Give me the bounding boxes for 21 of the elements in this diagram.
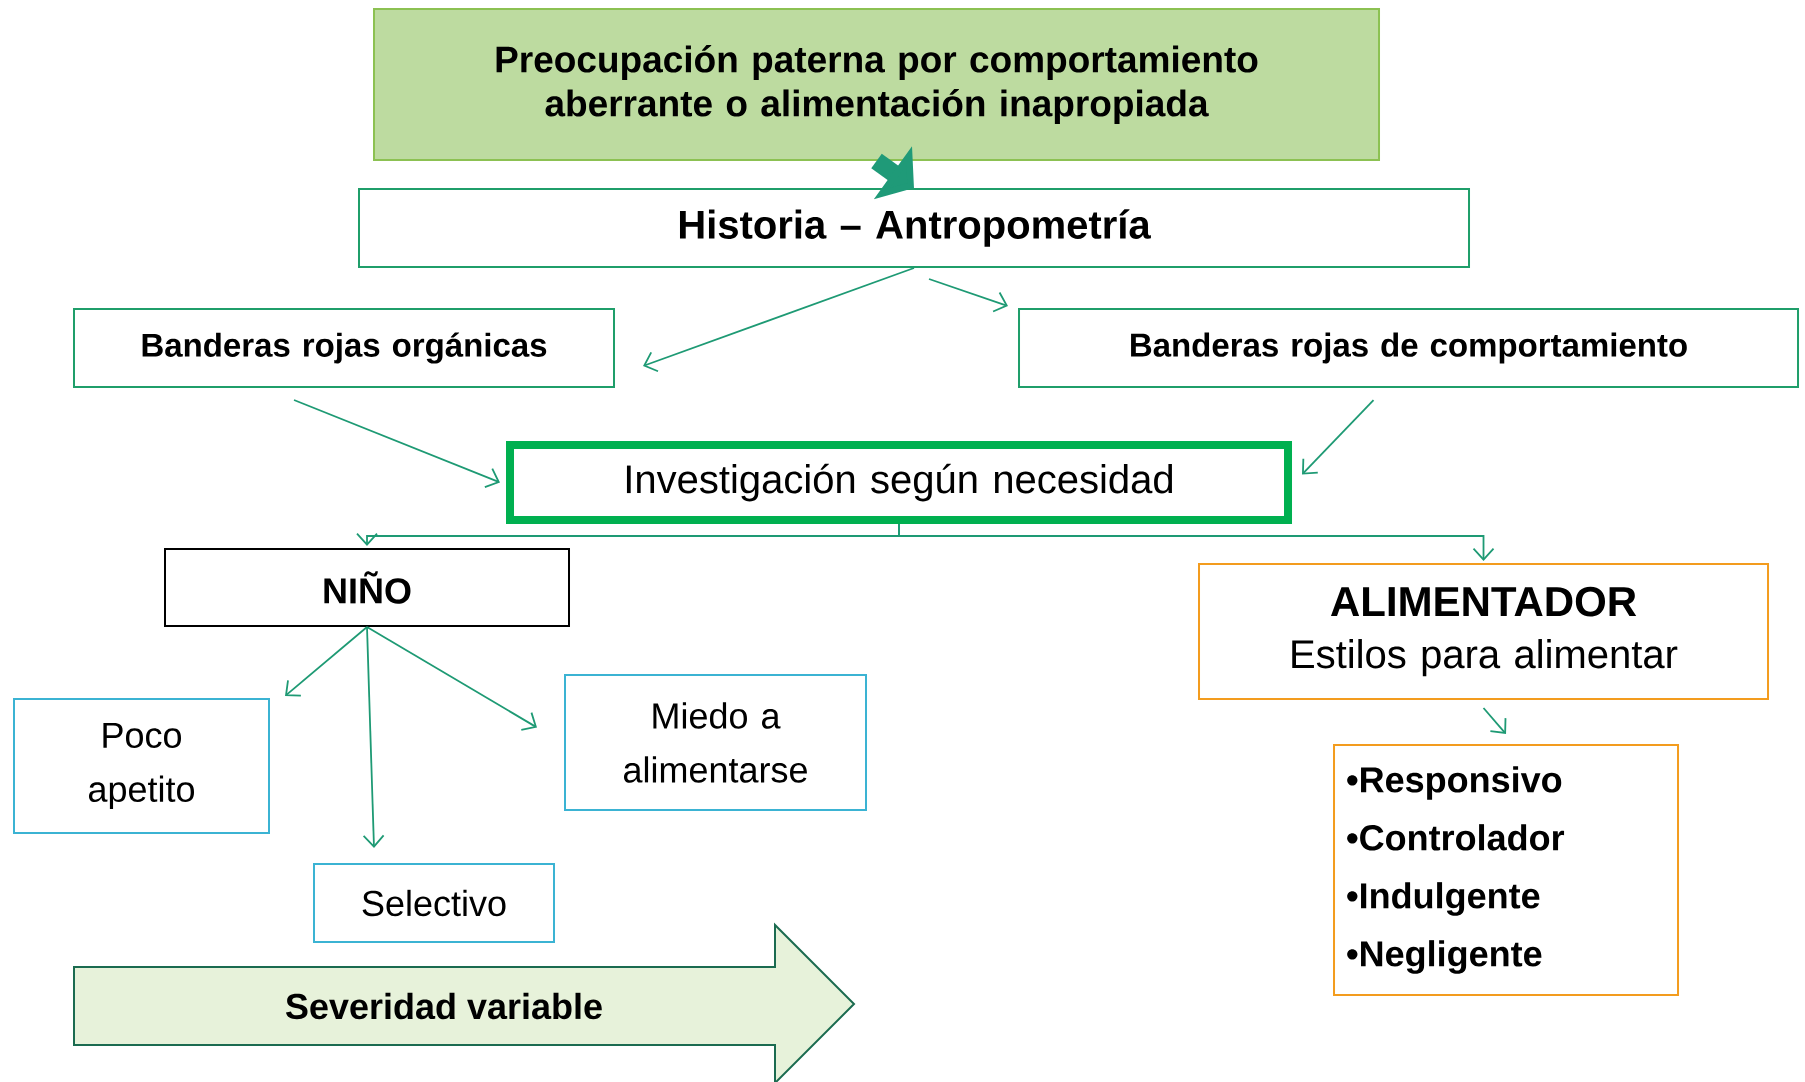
arrow [366,626,537,731]
process-box: Investigación según necesidad [506,441,1292,524]
process-box: Miedo a alimentarse [564,674,867,811]
arrow [285,626,368,697]
process-box: Poco apetito [13,698,270,834]
process-box: ALIMENTADOR Estilos para alimentar [1198,563,1769,700]
arrow [643,267,915,373]
arrow [1302,399,1375,475]
list-box: •Responsivo •Controlador •Indulgente •Negligente [1333,744,1679,996]
process-box: Selectivo [313,863,555,943]
arrow [928,278,1008,313]
arrow-banner: Severidad variable [73,922,856,1082]
title-box: Preocupación paterna por comportamiento aberrante o alimentación inapropiada [373,8,1380,161]
arrow [293,399,500,489]
process-box: Banderas rojas de comportamiento [1018,308,1799,388]
arrow [362,626,385,848]
arrow [898,523,1495,561]
process-box: NIÑO [164,548,570,627]
process-box: Historia – Antropometría [358,188,1470,268]
process-box: Banderas rojas orgánicas [73,308,615,388]
arrow [1482,707,1507,734]
